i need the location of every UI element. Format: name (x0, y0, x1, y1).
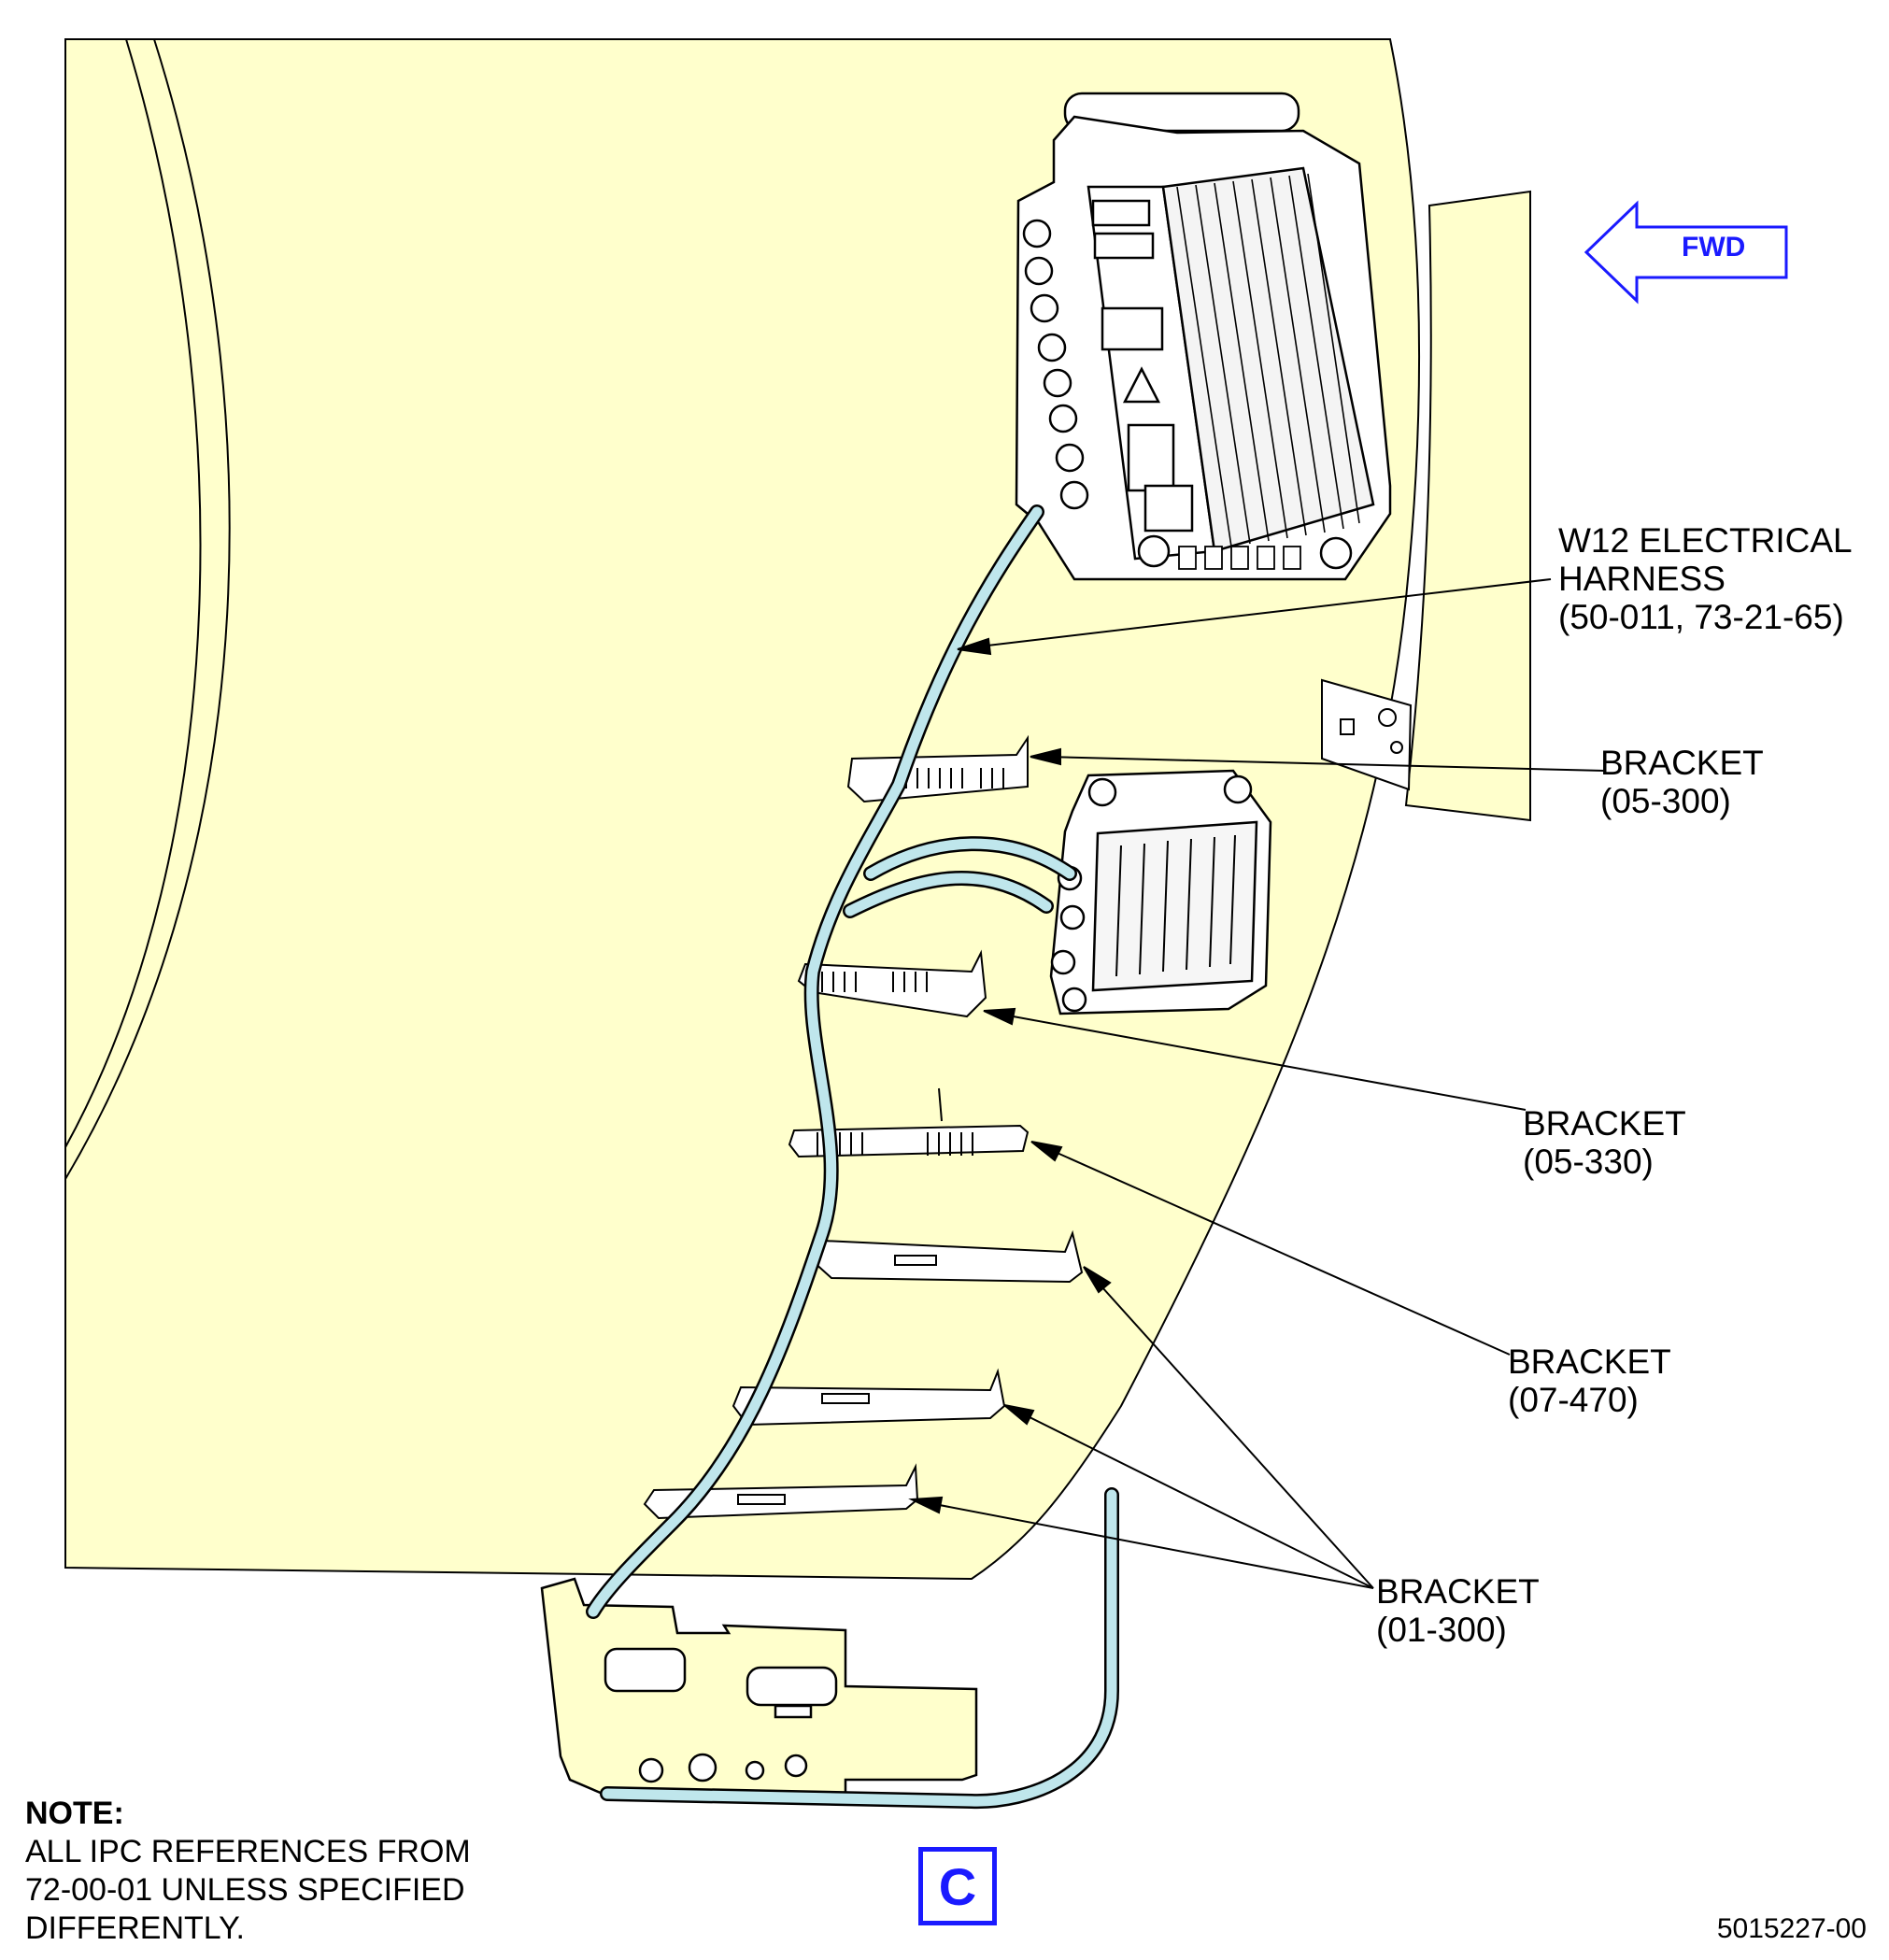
bracket-01-300-shape-c (643, 1463, 919, 1520)
bracket-05-330-shape (797, 949, 987, 1018)
lower-support-panel (540, 1577, 978, 1796)
leader-bracket-01-300-c (924, 1501, 1374, 1589)
arrowhead-icon (983, 1007, 1016, 1026)
callout-line: HARNESS (1558, 560, 1726, 598)
callout-bracket-05-330: BRACKET (05-330) (1523, 1104, 1686, 1181)
arrowhead-icon (1030, 1141, 1063, 1162)
callout-w12-harness: W12 ELECTRICAL HARNESS (50-011, 73-21-65… (1558, 521, 1853, 636)
figure-number: 5015227-00 (1716, 1913, 1867, 1944)
callout-line: BRACKET (1508, 1342, 1671, 1381)
callout-bracket-07-470: BRACKET (07-470) (1508, 1342, 1671, 1419)
callout-line: (05-330) (1523, 1143, 1654, 1181)
callout-line: (07-470) (1508, 1381, 1639, 1419)
arrowhead-icon (1003, 1404, 1035, 1426)
fwd-arrow-icon (1584, 200, 1788, 305)
callout-bracket-01-300: BRACKET (01-300) (1376, 1572, 1540, 1649)
electronic-control-unit (1015, 92, 1392, 581)
leader-bracket-01-300-a (1092, 1276, 1374, 1589)
callout-line: (01-300) (1376, 1611, 1507, 1649)
callout-line: BRACKET (1376, 1572, 1540, 1611)
lower-electronic-unit (1049, 769, 1272, 1016)
mounting-plate (1321, 678, 1413, 791)
arrowhead-icon (1030, 747, 1061, 766)
arrowhead-icon (1083, 1266, 1112, 1294)
leader-w12-harness (971, 578, 1552, 648)
note-text: ALL IPC REFERENCES FROM 72-00-01 UNLESS … (25, 1834, 471, 1946)
fwd-label: FWD (1682, 232, 1746, 263)
leader-bracket-01-300-b (1016, 1410, 1374, 1589)
leader-bracket-05-330 (997, 1013, 1527, 1111)
callout-line: BRACKET (1600, 744, 1764, 782)
view-marker: C (918, 1847, 997, 1925)
callout-line: W12 ELECTRICAL (1558, 521, 1853, 560)
arrowhead-icon (957, 637, 992, 656)
case-contour-line (64, 38, 202, 1148)
bracket-01-300-shape-b (731, 1368, 1006, 1427)
callout-line: (05-300) (1600, 782, 1731, 820)
view-letter: C (938, 1856, 977, 1916)
arrowhead-icon (908, 1496, 944, 1514)
leader-bracket-07-470 (1044, 1146, 1511, 1356)
callout-line: (50-011, 73-21-65) (1558, 598, 1844, 636)
bracket-07-470-shape (788, 1087, 1030, 1158)
leader-lines (908, 578, 1606, 1589)
note-heading: NOTE: (25, 1796, 124, 1831)
leader-bracket-05-300 (1044, 756, 1606, 772)
callout-line: BRACKET (1523, 1104, 1686, 1143)
case-flange (1404, 190, 1531, 822)
callout-bracket-05-300: BRACKET (05-300) (1600, 744, 1764, 820)
case-contour-line (64, 38, 231, 1180)
w12-harness (586, 504, 1119, 1810)
